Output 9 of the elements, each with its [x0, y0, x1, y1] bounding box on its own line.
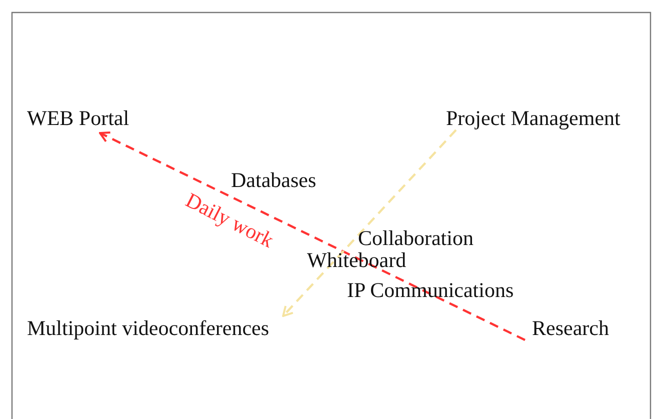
text-label: Whiteboard [307, 248, 406, 273]
text-label: Collaboration [358, 226, 474, 251]
dashed-arrow [282, 129, 457, 317]
node-label: Research [532, 316, 610, 341]
node-label: Project Management [446, 106, 622, 131]
text-label: IP Communications [347, 278, 514, 303]
dashed-arrow [98, 131, 526, 341]
node-label: WEB Portal [27, 106, 130, 131]
node-label: Multipoint videoconferences [27, 316, 270, 341]
